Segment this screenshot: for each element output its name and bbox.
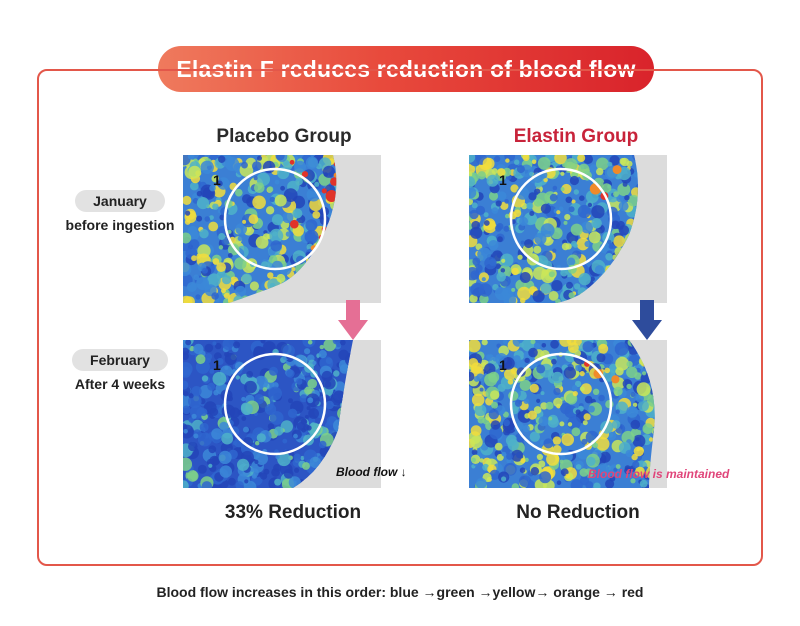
row-label-february: February After 4 weeks — [58, 349, 182, 392]
color-scale-caption: Blood flow increases in this order: blue… — [156, 584, 644, 600]
elastin-down-arrow-icon — [632, 300, 662, 340]
elastin-january-map: 1 — [469, 155, 667, 303]
title-text: Elastin F reduces reduction of blood flo… — [176, 55, 636, 82]
region-marker: 1 — [499, 172, 507, 188]
content-frame — [37, 69, 763, 566]
elastin-result: No Reduction — [516, 502, 640, 523]
february-pill: February — [72, 349, 168, 371]
february-subtitle: After 4 weeks — [74, 376, 166, 392]
region-marker: 1 — [213, 357, 221, 373]
placebo-result: 33% Reduction — [224, 502, 362, 523]
placebo-blood-flow-note: Blood flow ↓ — [336, 465, 407, 479]
blood-flow-heatmap: 1 — [469, 340, 667, 488]
elastin-group-title: Elastin Group — [513, 126, 639, 147]
january-subtitle: before ingestion — [65, 217, 175, 233]
blood-flow-heatmap: 1 — [183, 340, 381, 488]
placebo-january-map: 1 — [183, 155, 381, 303]
blood-flow-heatmap: 1 — [183, 155, 381, 303]
placebo-group-title: Placebo Group — [216, 126, 352, 147]
blood-flow-heatmap: 1 — [469, 155, 667, 303]
row-label-january: January before ingestion — [58, 190, 182, 233]
placebo-february-map: 1 — [183, 340, 381, 488]
placebo-down-arrow-icon — [338, 300, 368, 340]
january-pill: January — [75, 190, 165, 212]
elastin-february-map: 1 — [469, 340, 667, 488]
region-marker: 1 — [213, 172, 221, 188]
region-marker: 1 — [499, 357, 507, 373]
elastin-blood-flow-note: Blood flow is maintained — [588, 467, 730, 481]
